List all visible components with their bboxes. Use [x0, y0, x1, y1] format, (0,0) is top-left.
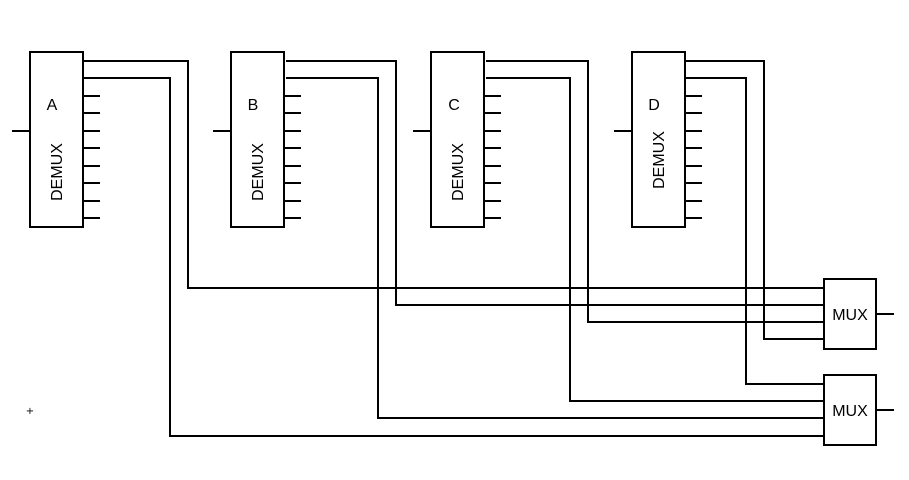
connection-wires	[84, 60, 824, 437]
mux-upper-box	[823, 278, 877, 350]
stray-plus-mark: +	[26, 406, 34, 417]
wire-a1-to-mux1	[84, 60, 824, 289]
demux-c-type-label: DEMUX	[450, 143, 467, 201]
demux-a-type-label: DEMUX	[49, 143, 66, 201]
demux-a: A DEMUX	[12, 51, 100, 228]
mux-upper: MUX	[823, 278, 894, 350]
demux-b: B DEMUX	[213, 51, 301, 228]
wire-b1-to-mux1	[286, 60, 824, 306]
demux-d-letter: D	[648, 97, 660, 114]
demux-b-box	[230, 51, 285, 228]
wire-b2-to-mux2	[286, 77, 824, 419]
demux-d: D DEMUX	[614, 51, 702, 228]
wire-c1-to-mux1	[486, 60, 824, 323]
demux-b-letter: B	[248, 97, 259, 114]
demux-c-box	[430, 51, 485, 228]
demux-c: C DEMUX	[413, 51, 501, 228]
demux-d-type-label: DEMUX	[651, 131, 668, 189]
demux-a-box	[29, 51, 84, 228]
mux-upper-label: MUX	[832, 307, 868, 324]
wire-c2-to-mux2	[486, 77, 824, 402]
demux-c-letter: C	[448, 97, 460, 114]
mux-lower-box	[823, 374, 877, 446]
demux-b-type-label: DEMUX	[250, 143, 267, 201]
wire-d1-to-mux1	[686, 60, 824, 340]
wire-a2-to-mux2	[84, 77, 824, 437]
mux-lower: MUX	[823, 374, 894, 446]
demux-a-letter: A	[47, 97, 58, 114]
wire-d2-to-mux2	[686, 77, 824, 385]
demux-d-box	[631, 51, 686, 228]
mux-lower-label: MUX	[832, 403, 868, 420]
